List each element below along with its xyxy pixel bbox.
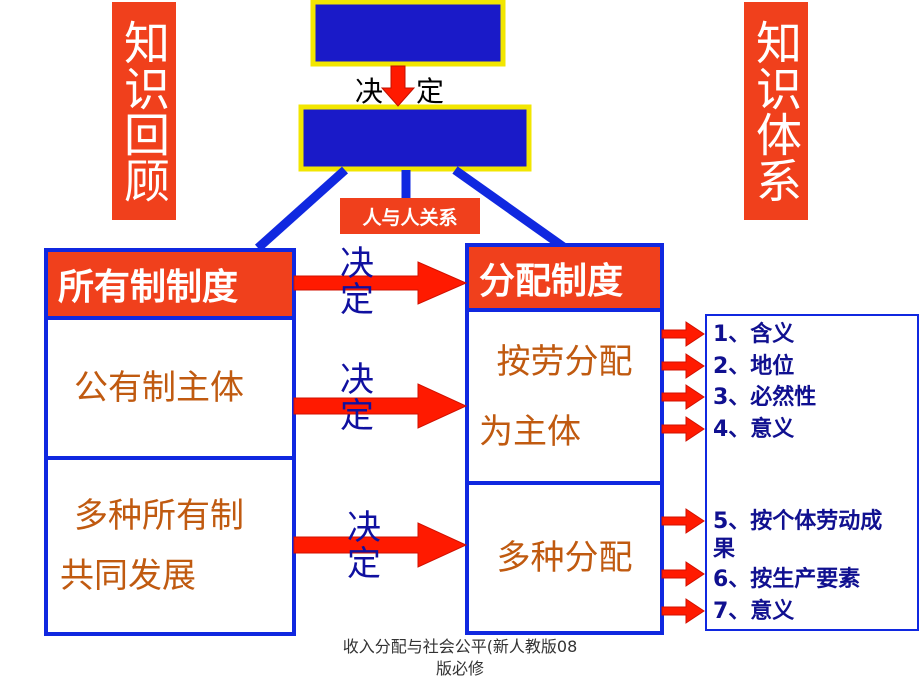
- arrow-public-to-labor: [293, 383, 468, 429]
- footer-line1: 收入分配与社会公平(新人教版08: [342, 637, 578, 656]
- left-side-title: 知识回顾: [112, 2, 176, 220]
- relation-label: 人与人关系: [340, 198, 480, 234]
- small-arrow-7: [661, 598, 705, 624]
- connector-right: [452, 166, 568, 252]
- labor-distribution-cell: 按劳分配 为主体: [469, 312, 660, 481]
- right-column-frame: [465, 243, 664, 635]
- multi-ownership-line1: 多种所有制: [74, 496, 244, 536]
- top-blue-box: [310, 0, 506, 67]
- ownership-header: 所有制制度: [48, 252, 292, 316]
- small-arrow-1: [661, 321, 705, 347]
- down-arrow: [380, 65, 416, 107]
- list-item-1: 1、含义: [713, 322, 795, 347]
- distribution-header: 分配制度: [469, 247, 660, 308]
- multi-distribution-cell: 多种分配: [496, 538, 633, 578]
- small-arrow-3: [661, 384, 705, 410]
- footer-caption: 收入分配与社会公平(新人教版08 版必修: [310, 636, 610, 680]
- arrow-multi-to-multi: [293, 522, 468, 568]
- list-frame: [705, 314, 919, 631]
- small-arrow-5: [661, 508, 705, 534]
- right-side-title: 知识体系: [744, 2, 808, 220]
- top-decide-left: 决: [355, 75, 384, 108]
- list-item-4: 4、意义: [713, 417, 795, 442]
- list-item-5-cont: 果: [713, 537, 736, 562]
- decide-label-2: 决 定: [340, 360, 374, 436]
- left-column-frame: [44, 248, 296, 636]
- list-item-7: 7、意义: [713, 599, 795, 624]
- labor-distribution-line2: 为主体: [479, 411, 581, 452]
- list-item-2: 2、地位: [713, 354, 795, 379]
- arrow-ownership-to-distribution: [293, 261, 468, 305]
- small-arrow-4: [661, 416, 705, 442]
- small-arrow-2: [661, 353, 705, 379]
- list-item-5: 5、按个体劳动成: [713, 509, 883, 534]
- decide-label-3: 决 定: [347, 508, 381, 584]
- middle-blue-box: [298, 104, 532, 172]
- decide-label-1: 决 定: [340, 244, 374, 320]
- public-ownership-cell: 公有制主体: [74, 368, 244, 408]
- multi-ownership-line2: 共同发展: [60, 556, 196, 596]
- multi-ownership-cell: 多种所有制 共同发展: [48, 460, 270, 632]
- labor-distribution-line1: 按劳分配: [496, 341, 633, 382]
- small-arrow-6: [661, 561, 705, 587]
- list-item-3: 3、必然性: [713, 385, 817, 410]
- list-item-6: 6、按生产要素: [713, 567, 861, 592]
- top-decide-right: 定: [416, 75, 445, 108]
- connector-left: [254, 166, 349, 252]
- footer-line2: 版必修: [435, 659, 484, 678]
